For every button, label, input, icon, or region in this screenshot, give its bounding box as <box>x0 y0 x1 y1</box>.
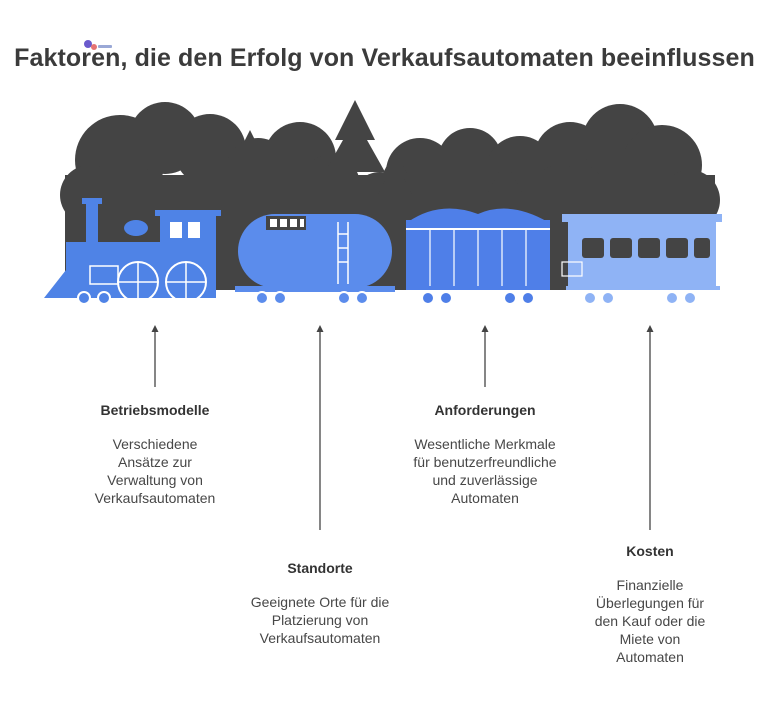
factor-anforderungen: Anforderungen Wesentliche Merkmale für b… <box>390 402 580 507</box>
passenger-car <box>561 214 722 305</box>
arrow-up-icon <box>646 325 654 530</box>
page-title: Faktoren, die den Erfolg von Verkaufsaut… <box>14 44 755 72</box>
rail <box>40 294 730 298</box>
tank-car <box>235 214 395 305</box>
hopper-car <box>406 208 550 305</box>
arrow-up-icon <box>316 325 324 530</box>
arrow-up-icon <box>481 325 489 387</box>
logo-icon <box>84 40 112 50</box>
factor-description: Finanzielle Überlegungen für den Kauf od… <box>594 577 706 665</box>
factor-title: Anforderungen <box>434 402 536 418</box>
factor-title: Standorte <box>287 560 353 576</box>
train-scene <box>40 100 730 305</box>
factor-standorte: Standorte Geeignete Orte für die Platzie… <box>225 560 415 647</box>
factor-description: Verschiedene Ansätze zur Verwaltung von … <box>94 436 216 506</box>
arrow-up-icon <box>151 325 159 387</box>
factor-description: Wesentliche Merkmale für benutzerfreundl… <box>413 436 557 506</box>
factor-title: Kosten <box>626 543 674 559</box>
factor-title: Betriebsmodelle <box>100 402 210 418</box>
factor-description: Geeignete Orte für die Platzierung von V… <box>250 594 390 646</box>
factor-kosten: Kosten Finanzielle Überlegungen für den … <box>555 543 745 666</box>
factor-betriebsmodelle: Betriebsmodelle Verschiedene Ansätze zur… <box>60 402 250 507</box>
locomotive <box>44 198 221 305</box>
